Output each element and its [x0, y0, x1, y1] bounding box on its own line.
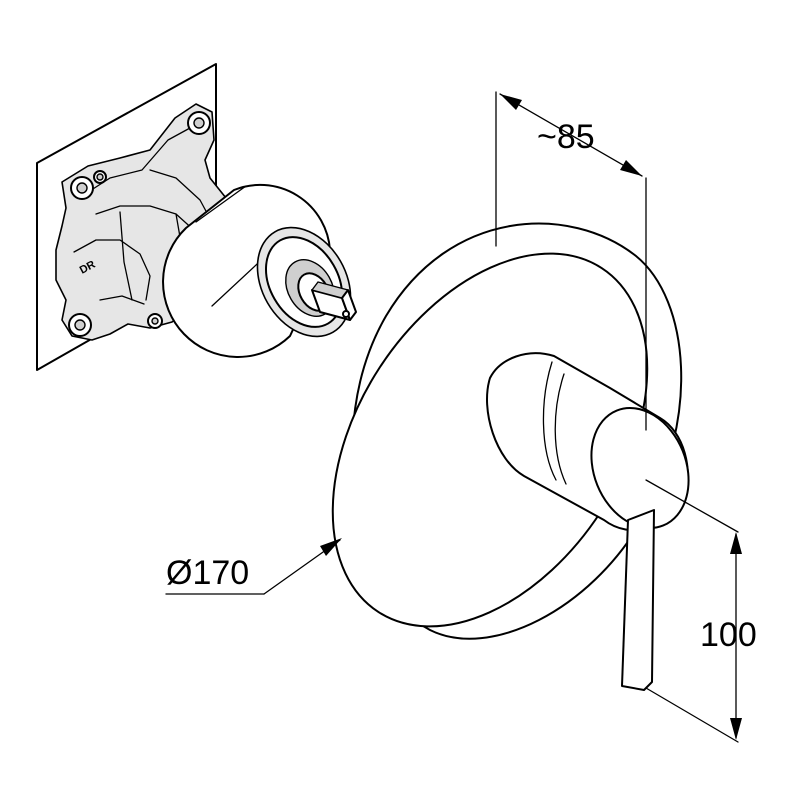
screw-boss [93, 170, 107, 184]
arrowhead [320, 538, 342, 556]
screw-boss [70, 176, 94, 200]
spindle [311, 281, 357, 321]
handle-end-cap [590, 406, 690, 530]
rough-in-body: DR [36, 63, 357, 371]
diameter-label: Ø170 [166, 554, 249, 592]
arrowhead [500, 94, 522, 110]
arrowhead [730, 532, 742, 554]
lever-height-label: 100 [700, 616, 757, 654]
arrowhead [730, 718, 742, 740]
dimension-diameter: Ø170 [165, 538, 342, 595]
finish-set [331, 222, 690, 691]
depth-label: ~85 [537, 118, 595, 156]
screw-boss [187, 111, 211, 135]
screw-boss [68, 313, 92, 337]
screw-boss [147, 313, 163, 329]
dimension-lever-height: 100 [645, 479, 757, 743]
dimension-depth: ~85 [495, 91, 647, 431]
arrowhead [620, 160, 642, 176]
